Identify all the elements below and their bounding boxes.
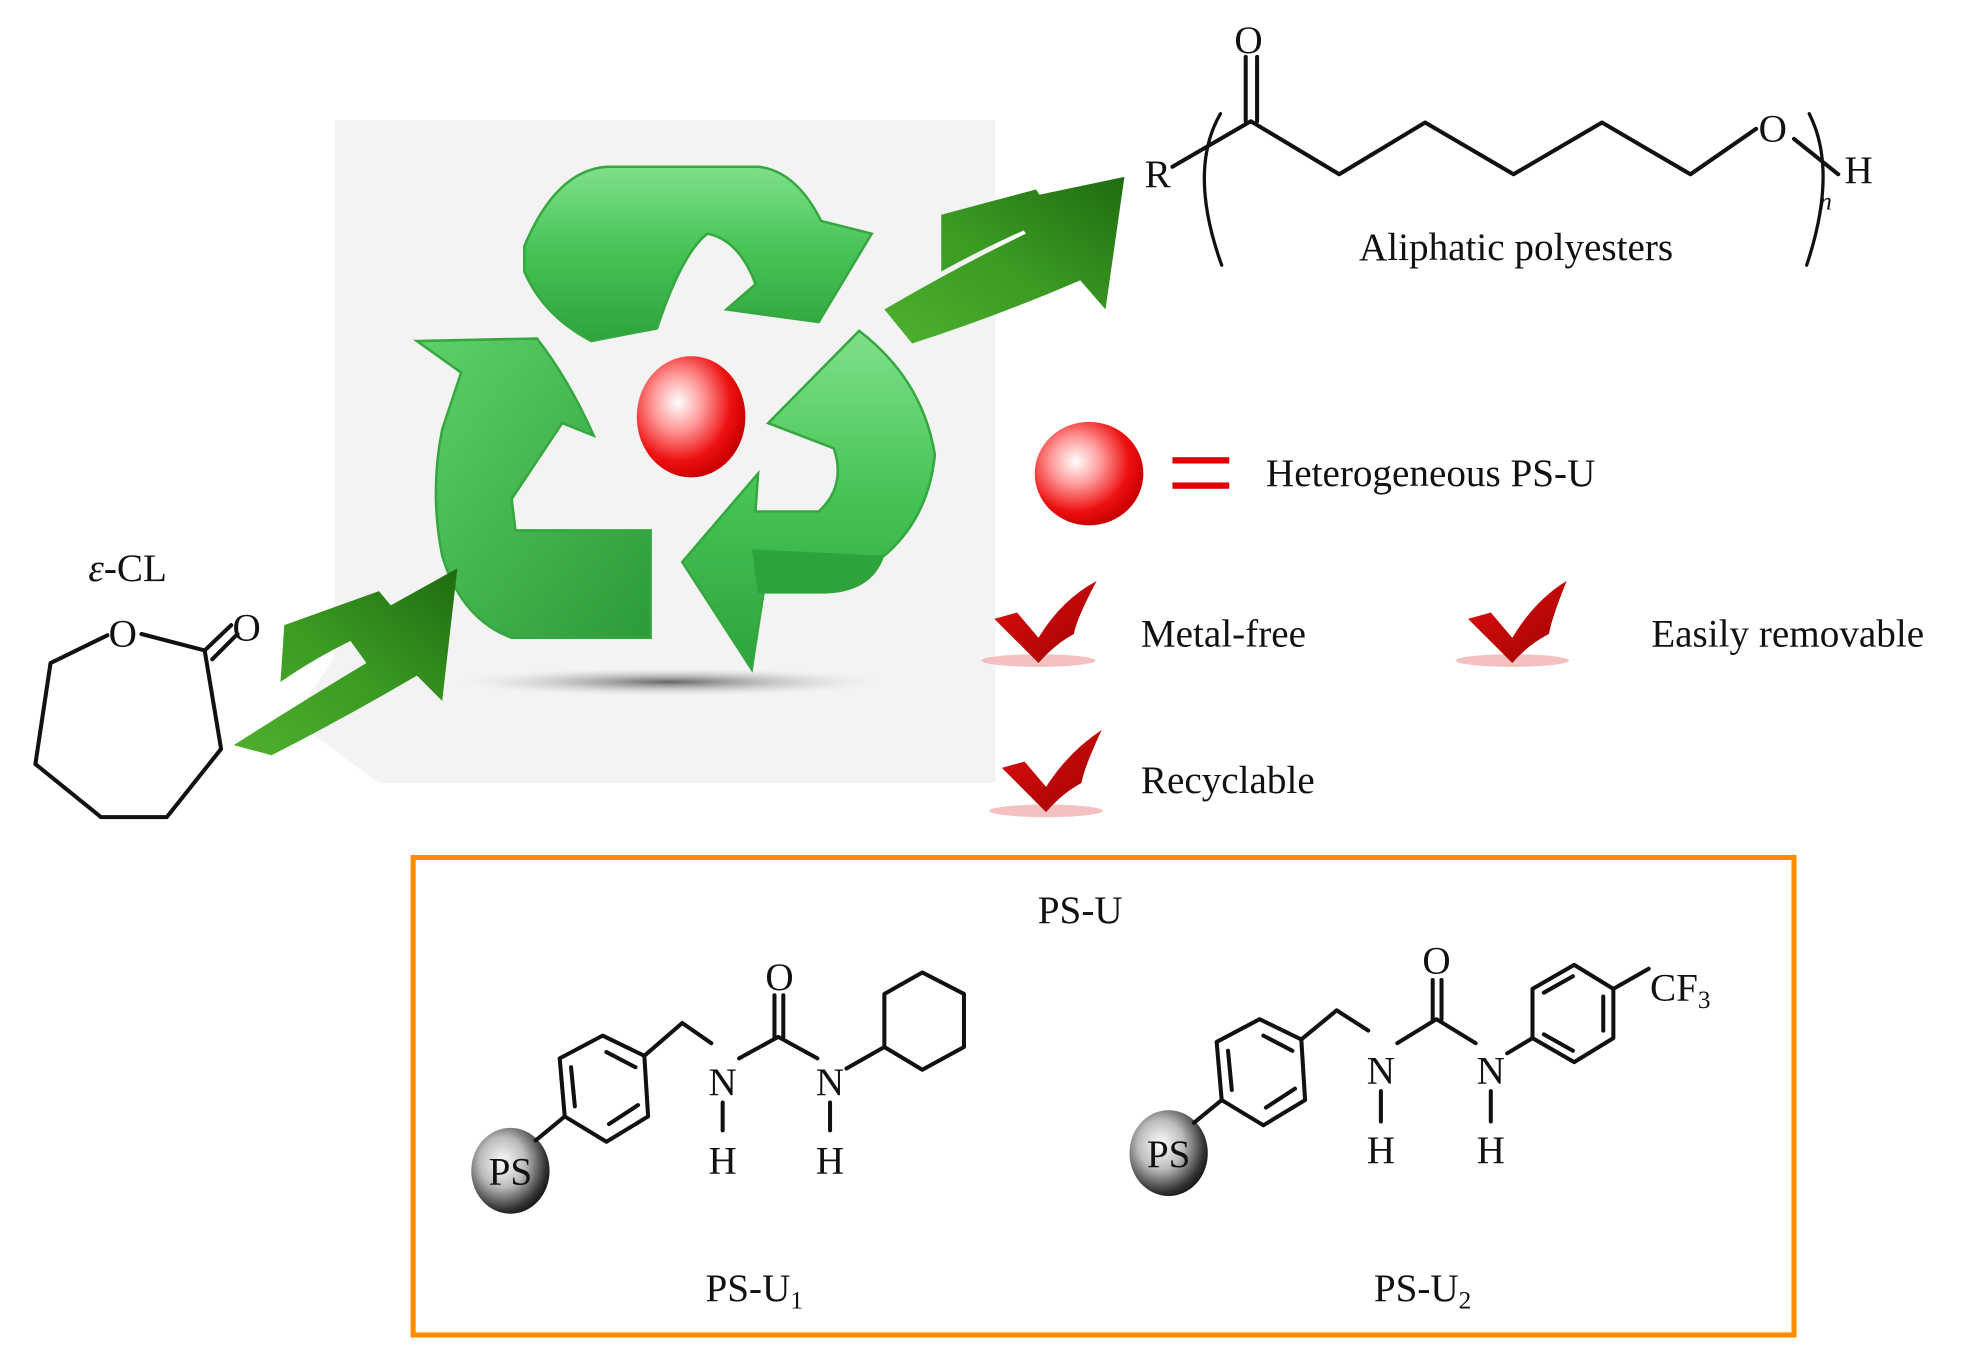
end-group-right: H xyxy=(1845,149,1873,192)
catalyst-box: PS-U PS N H O N H PS-U1 xyxy=(410,855,1797,1338)
red-sphere-icon xyxy=(1034,421,1144,526)
feature-label: Recyclable xyxy=(1141,759,1315,802)
caprolactone-ring-bonds xyxy=(33,631,224,820)
feature-item: Metal-free xyxy=(981,580,1306,667)
left-bracket xyxy=(1202,112,1224,267)
polymer-chain xyxy=(1170,119,1759,177)
polystyrene-bead-icon xyxy=(471,1127,550,1214)
monomer-structure: ε-CL O O xyxy=(33,547,261,820)
arrow-monomer-to-catalyst xyxy=(233,568,458,756)
recycle-graphic xyxy=(293,119,996,784)
end-group-left: R xyxy=(1145,153,1172,196)
trifluoromethyl-group: CF3 xyxy=(1650,966,1711,1014)
ester-oxygen: O xyxy=(1759,107,1787,150)
recycle-shadow xyxy=(461,668,879,696)
urea-nitrogen-1: N xyxy=(709,1061,737,1104)
catalyst-box-title: PS-U xyxy=(1038,889,1123,932)
recycle-arrow-top xyxy=(523,165,874,343)
recycle-arrow-right-tail xyxy=(751,549,885,594)
urea-oxygen: O xyxy=(1422,940,1450,983)
recycle-arrow-left xyxy=(413,337,652,640)
support-label: PS xyxy=(1147,1133,1191,1176)
monomer-name: ε-CL xyxy=(88,547,167,590)
feature-list: Metal-free Easily removable Recyclable xyxy=(981,580,1924,818)
urea-nitrogen-1: N xyxy=(1367,1050,1395,1093)
urea-hydrogen-2: H xyxy=(816,1139,844,1182)
urea-nitrogen-2: N xyxy=(816,1061,844,1104)
legend-text: Heterogeneous PS-U xyxy=(1266,452,1595,495)
feature-item: Recyclable xyxy=(989,729,1315,818)
polymer-caption: Aliphatic polyesters xyxy=(1359,226,1673,269)
support-label: PS xyxy=(489,1151,533,1194)
feature-item: Easily removable xyxy=(1455,580,1924,667)
checkmark-icon xyxy=(1468,580,1567,664)
urea-nitrogen-2: N xyxy=(1477,1050,1505,1093)
legend: Heterogeneous PS-U xyxy=(1034,421,1595,526)
urea-hydrogen-2: H xyxy=(1477,1129,1505,1172)
catalyst-structure-ps-u2: PS N H O N H CF3 xyxy=(1129,940,1711,1315)
polystyrene-bead-icon xyxy=(1129,1110,1208,1197)
right-bracket xyxy=(1805,112,1825,267)
carbonyl-oxygen: O xyxy=(232,606,260,649)
catalyst-sphere-icon xyxy=(636,356,746,478)
catalyst-label: PS-U2 xyxy=(1374,1267,1471,1315)
arrow-up-right-icon xyxy=(884,176,1125,344)
carbonyl-oxygen: O xyxy=(1234,19,1262,62)
polymer-structure: R O O H n Aliphatic polyesters xyxy=(1145,19,1873,269)
catalyst-structure-ps-u1: PS N H O N H PS-U1 xyxy=(471,956,966,1315)
feature-label: Metal-free xyxy=(1141,613,1306,656)
feature-label: Easily removable xyxy=(1651,613,1924,656)
urea-oxygen: O xyxy=(765,956,793,999)
checkmark-icon xyxy=(994,580,1097,664)
urea-hydrogen-1: H xyxy=(709,1139,737,1182)
equals-sign xyxy=(1172,457,1230,464)
repeat-subscript: n xyxy=(1819,188,1832,216)
checkmark-icon xyxy=(1001,729,1102,813)
catalyst-label: PS-U1 xyxy=(706,1267,803,1315)
urea-hydrogen-1: H xyxy=(1367,1129,1395,1172)
arrow-up-right-icon xyxy=(233,568,458,756)
catalyst-box-border xyxy=(410,855,1797,1338)
recycle-arrow-right xyxy=(680,329,937,673)
arrow-catalyst-to-polymer xyxy=(884,176,1125,344)
recycle-icon xyxy=(413,165,937,673)
ring-oxygen: O xyxy=(109,613,137,656)
cyclohexane-ring xyxy=(882,970,966,1072)
